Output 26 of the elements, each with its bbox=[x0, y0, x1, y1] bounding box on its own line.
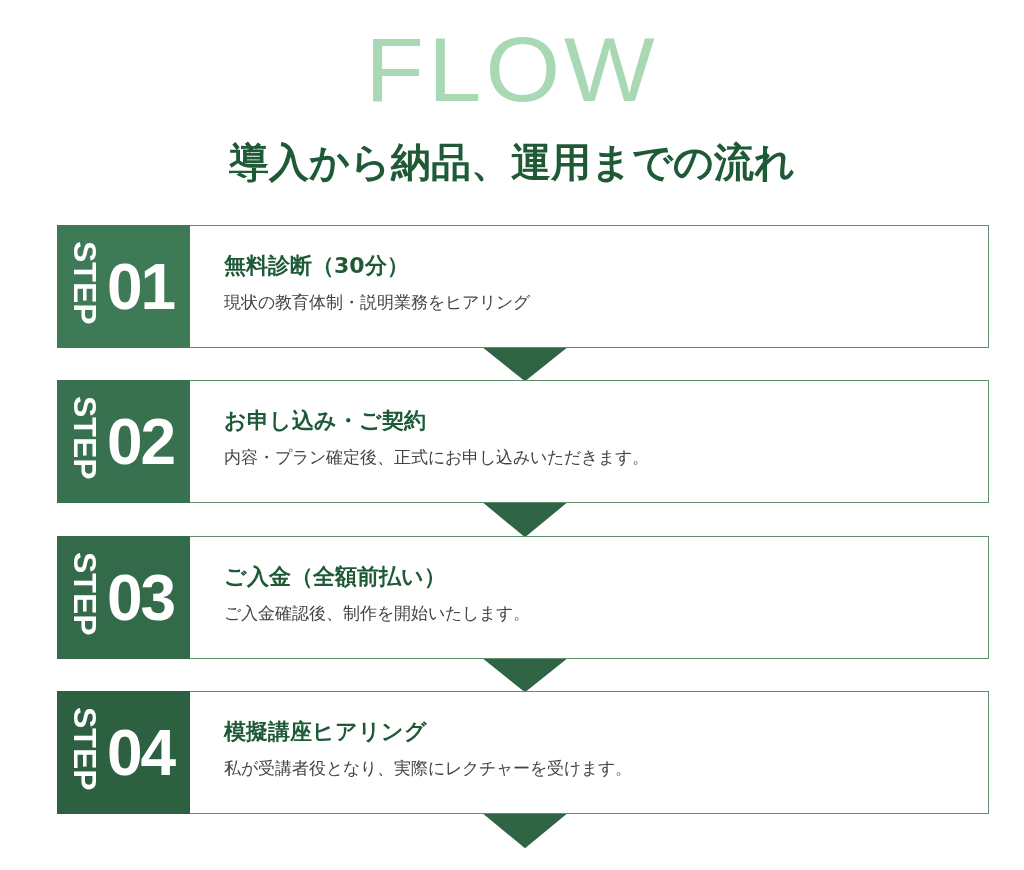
step-word: STEP bbox=[69, 707, 101, 791]
step-heading: お申し込み・ご契約 bbox=[224, 407, 427, 435]
step-number: 01 bbox=[107, 255, 175, 319]
step-heading: 無料診断（30分） bbox=[224, 252, 410, 280]
step-number: 03 bbox=[107, 566, 175, 630]
step-number: 04 bbox=[107, 721, 175, 785]
title: 導入から納品、運用までの流れ bbox=[228, 138, 796, 186]
step-card bbox=[57, 691, 989, 814]
step-number: 02 bbox=[107, 410, 175, 474]
step-heading: ご入金（全額前払い） bbox=[224, 563, 447, 591]
step-card bbox=[57, 380, 989, 503]
down-arrow bbox=[482, 502, 568, 538]
section-label: FLOW bbox=[365, 24, 659, 116]
step-description: 内容・プラン確定後、正式にお申し込みいただきます。 bbox=[224, 445, 649, 468]
step-word: STEP bbox=[69, 241, 101, 325]
step-card bbox=[57, 225, 989, 348]
step-word: STEP bbox=[69, 552, 101, 636]
down-arrow bbox=[482, 813, 568, 849]
step-description: ご入金確認後、制作を開始いたします。 bbox=[224, 601, 530, 624]
step-description: 私が受講者役となり、実際にレクチャーを受けます。 bbox=[224, 756, 632, 779]
step-card bbox=[57, 536, 989, 659]
step-heading: 模擬講座ヒアリング bbox=[224, 718, 428, 746]
down-arrow bbox=[482, 658, 568, 693]
step-description: 現状の教育体制・説明業務をヒアリング bbox=[224, 290, 530, 313]
down-arrow bbox=[482, 347, 568, 382]
step-word: STEP bbox=[69, 396, 101, 480]
